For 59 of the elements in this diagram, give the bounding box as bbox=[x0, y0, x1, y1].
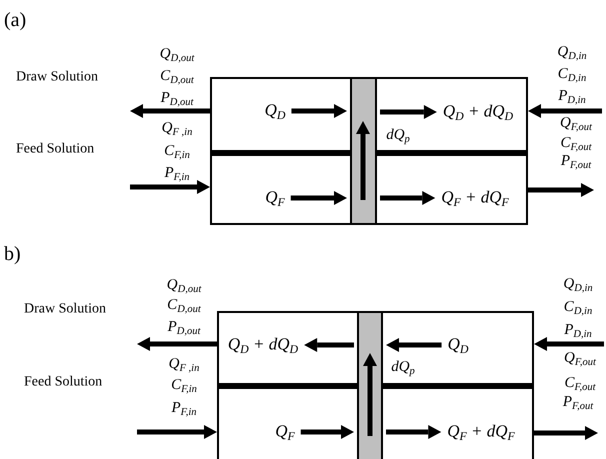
stream-variable: Q$_{D,out}$ bbox=[166, 276, 202, 294]
stream-variable: Q$_{F,out}$ bbox=[564, 350, 596, 366]
stream-variable: Q$_{D,out}$ bbox=[160, 46, 194, 62]
stream-variable: P$_{F,in}$ bbox=[164, 164, 190, 182]
stream-variable: C$_{F,in}$ bbox=[164, 142, 190, 160]
stream-variable: P$_{F,out}$ bbox=[560, 152, 592, 170]
stream-variable: C$_{D,in}$ bbox=[558, 66, 586, 82]
stream-variable: Q$_{F ,in}$ bbox=[168, 356, 200, 372]
stream-variable: P$_{F,out}$ bbox=[562, 394, 594, 410]
flow-rate-text: Q$_{F}$ bbox=[265, 188, 285, 208]
flow-rate-text: Q$_{F}$ + dQ$_{F}$ bbox=[447, 422, 515, 442]
flow-arrow bbox=[534, 337, 604, 351]
stream-label: Feed Solution bbox=[16, 141, 94, 157]
flow-arrow bbox=[380, 105, 437, 119]
module-channel-box bbox=[217, 311, 534, 459]
stream-variable: P$_{D,out}$ bbox=[160, 90, 194, 106]
panel-label: (a) bbox=[4, 9, 26, 31]
stream-variable: Q$_{D,in}$ bbox=[563, 276, 593, 292]
membrane-element-band bbox=[350, 77, 377, 225]
stream-variable: P$_{F,in}$ bbox=[171, 400, 197, 416]
flow-arrow bbox=[291, 104, 347, 118]
stream-label: Draw Solution bbox=[16, 69, 98, 85]
flow-arrow bbox=[130, 180, 210, 194]
stream-variable: C$_{D,out}$ bbox=[167, 296, 201, 314]
flow-arrow bbox=[290, 191, 347, 205]
flow-arrow bbox=[304, 338, 354, 352]
flow-rate-text: Q$_{D}$ bbox=[264, 102, 286, 120]
stream-variable: C$_{F,in}$ bbox=[171, 376, 197, 394]
flow-arrow bbox=[130, 104, 210, 118]
stream-variable: Q$_{F,out}$ bbox=[560, 114, 592, 132]
flow-arrow bbox=[386, 425, 442, 439]
stream-variable: Q$_{D,in}$ bbox=[557, 44, 587, 60]
permeate-flow-text: dQ$_{p}$ bbox=[386, 126, 410, 144]
stream-variable: P$_{D,in}$ bbox=[558, 88, 586, 104]
flow-arrow bbox=[300, 425, 354, 439]
flow-arrow bbox=[137, 425, 217, 439]
stream-variable: Q$_{F ,in}$ bbox=[162, 120, 192, 136]
flow-rate-text: Q$_{F}$ bbox=[275, 422, 295, 442]
flow-arrow bbox=[528, 183, 594, 197]
flow-rate-text: Q$_{F}$ + dQ$_{F}$ bbox=[441, 188, 509, 208]
permeate-flow-text: dQ$_{p}$ bbox=[391, 358, 415, 376]
stream-variable: P$_{D,in}$ bbox=[564, 322, 592, 338]
stream-label: Feed Solution bbox=[24, 374, 102, 390]
stream-variable: P$_{D,out}$ bbox=[168, 318, 200, 336]
stream-variable: C$_{F,out}$ bbox=[560, 134, 592, 152]
stream-variable: C$_{F,out}$ bbox=[564, 374, 596, 392]
flow-arrow bbox=[137, 337, 217, 351]
stream-variable: C$_{D,in}$ bbox=[564, 298, 592, 316]
stream-label: Draw Solution bbox=[24, 301, 106, 317]
flow-rate-text: Q$_{D}$ + dQ$_{D}$ bbox=[442, 102, 514, 122]
flow-arrow bbox=[528, 104, 602, 118]
panel-label: b) bbox=[4, 243, 21, 265]
module-channel-box bbox=[210, 77, 528, 225]
flow-rate-text: Q$_{D}$ bbox=[448, 336, 468, 354]
flow-rate-text: Q$_{D}$ + dQ$_{D}$ bbox=[228, 336, 298, 354]
stream-variable: C$_{D,out}$ bbox=[160, 68, 194, 84]
flow-arrow bbox=[534, 426, 598, 440]
flow-arrow bbox=[386, 338, 442, 352]
flow-arrow bbox=[380, 191, 436, 205]
